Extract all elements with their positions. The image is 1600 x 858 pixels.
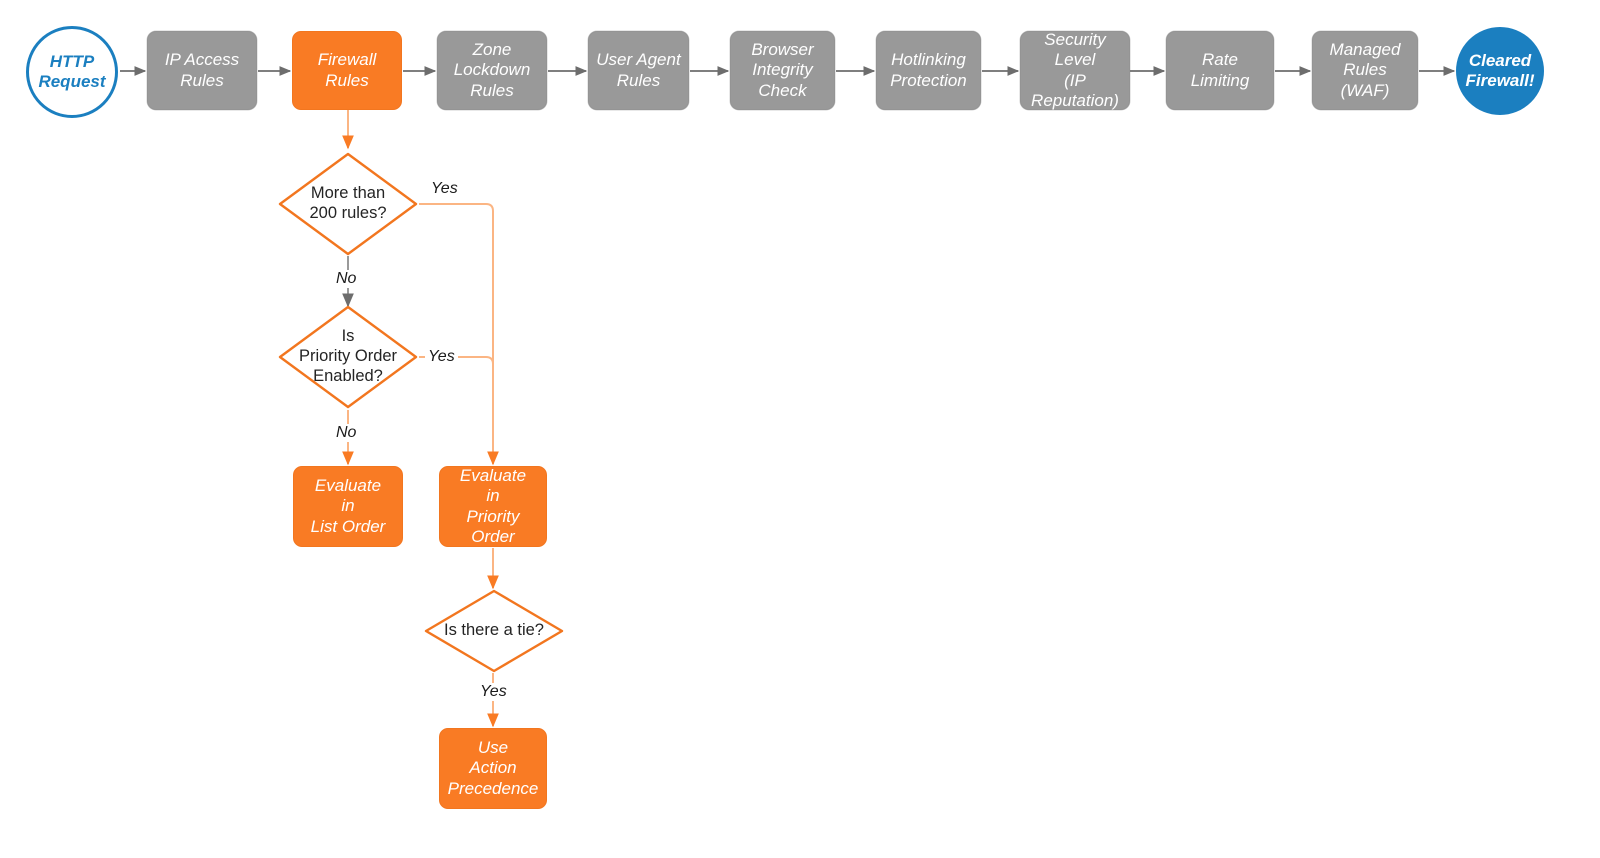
edge-label-priority-yes: Yes [425, 348, 458, 366]
node-user-agent-rules[interactable]: User Agent Rules [588, 31, 689, 110]
diamond-shape [278, 152, 418, 256]
edge-label-rulecount-no: No [333, 270, 360, 288]
node-use-action-precedence[interactable]: Use Action Precedence [439, 728, 547, 809]
edge-label-priority-no: No [333, 424, 360, 442]
node-decision-is-priority-order-enabled[interactable]: Is Priority Order Enabled? [278, 305, 418, 409]
node-ip-access-rules[interactable]: IP Access Rules [147, 31, 257, 110]
node-zone-lockdown-rules[interactable]: Zone Lockdown Rules [437, 31, 547, 110]
diamond-shape [278, 305, 418, 409]
node-firewall-rules[interactable]: Firewall Rules [292, 31, 402, 110]
node-hotlinking-protection[interactable]: Hotlinking Protection [876, 31, 981, 110]
decision-label: Is there a tie? [444, 621, 544, 640]
node-http-request[interactable]: HTTP Request [26, 26, 118, 118]
node-decision-more-than-200-rules[interactable]: More than 200 rules? [278, 152, 418, 256]
decision-label: More than 200 rules? [309, 184, 387, 222]
diamond-shape [424, 589, 564, 673]
node-decision-is-there-a-tie[interactable]: Is there a tie? [424, 589, 564, 673]
decision-label: Is Priority Order Enabled? [298, 327, 398, 385]
edge-label-rulecount-yes: Yes [428, 180, 461, 198]
edge-priority-yes [419, 356, 494, 440]
edge-label-tie-yes: Yes [477, 683, 510, 701]
node-managed-rules-waf[interactable]: Managed Rules (WAF) [1312, 31, 1418, 110]
node-cleared-firewall[interactable]: Cleared Firewall! [1456, 27, 1544, 115]
node-rate-limiting[interactable]: Rate Limiting [1166, 31, 1274, 110]
node-security-level[interactable]: Security Level (IP Reputation) [1020, 30, 1130, 110]
node-browser-integrity-check[interactable]: Browser Integrity Check [730, 31, 835, 110]
edge-rulecount-yes [419, 203, 499, 466]
node-evaluate-in-list-order[interactable]: Evaluate in List Order [293, 466, 403, 547]
node-evaluate-in-priority-order[interactable]: Evaluate in Priority Order [439, 466, 547, 547]
